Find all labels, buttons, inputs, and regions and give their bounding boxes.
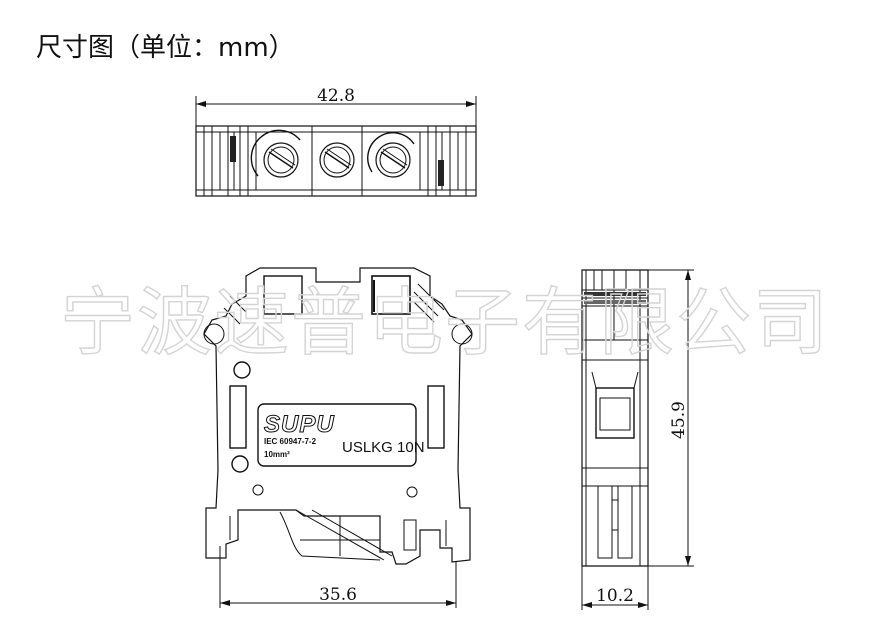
screw-head-icon: [367, 132, 415, 178]
top-view: 42.8: [195, 86, 477, 197]
base-width-label: 35.6: [319, 585, 357, 605]
side-width-dimension: 10.2: [581, 566, 649, 610]
model-text: USLKG 10N: [342, 439, 425, 456]
side-height-dimension: 45.9: [648, 269, 694, 567]
side-height-label: 45.9: [669, 401, 689, 439]
front-view: SUPU IEC 60947-7-2 10mm² USLKG 10N 35.6: [203, 267, 473, 608]
side-width-label: 10.2: [596, 586, 634, 606]
top-width-label: 42.8: [317, 86, 355, 106]
brand-logo: SUPU: [264, 411, 335, 438]
side-view: 45.9 10.2: [581, 269, 694, 610]
standard-text: IEC 60947-7-2: [264, 437, 317, 446]
screw-head-icon: [319, 142, 355, 178]
product-label: SUPU IEC 60947-7-2 10mm² USLKG 10N: [257, 403, 425, 467]
base-width-dimension: 35.6: [219, 546, 457, 608]
cross-section-text: 10mm²: [264, 450, 290, 459]
screw-head-icon: [250, 129, 301, 178]
company-watermark: 宁波速普电子有限公司: [60, 280, 830, 366]
top-width-dimension: 42.8: [195, 86, 477, 126]
drawing-title: 尺寸图（单位：mm）: [36, 33, 295, 63]
